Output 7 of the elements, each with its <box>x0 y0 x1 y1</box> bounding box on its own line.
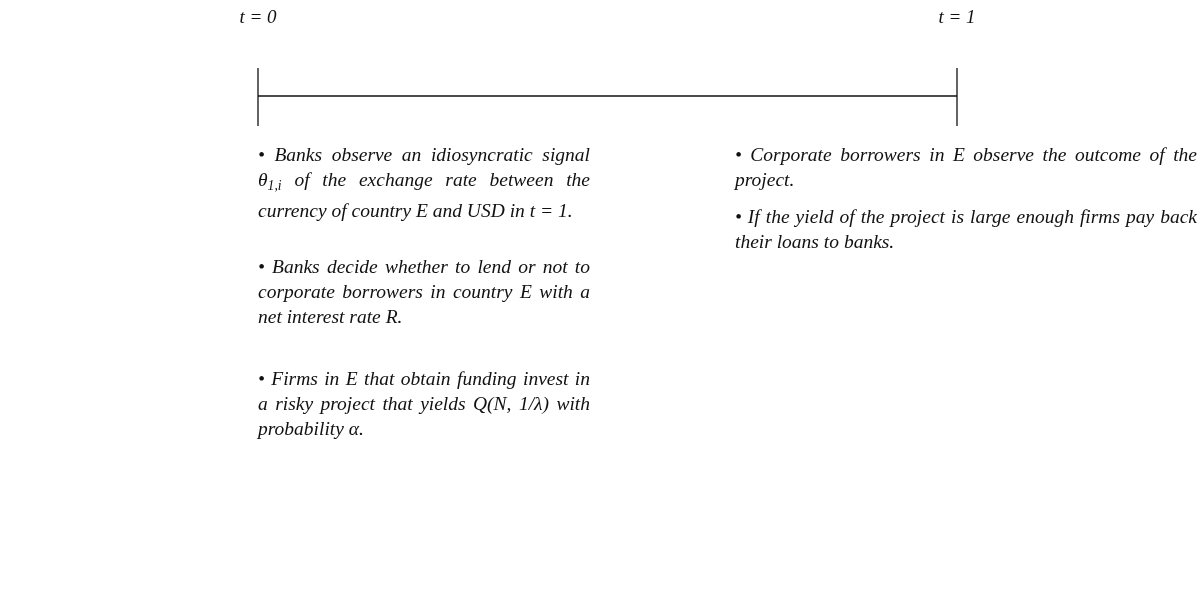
bullet-text: • Firms in E that obtain funding invest in a risky project that yields Q(N, 1/λ) with probability α. <box>258 367 590 441</box>
bullet-text: • Banks decide whether to lend or not to corporate borrowers in country E with a net interest rate R. <box>258 255 590 329</box>
time-label: t = 0 <box>239 6 277 28</box>
bullet-text: • Corporate borrowers in E observe the outcome of the project. <box>735 143 1197 192</box>
bullet-text: • Banks observe an idiosyncratic signal θ$_{1,i}$ of the exchange rate between the currency of country E and USD in t = 1. <box>258 143 590 224</box>
time-label: t = 1 <box>938 6 976 28</box>
bullet-text: • If the yield of the project is large enough firms pay back their loans to banks. <box>735 205 1197 254</box>
